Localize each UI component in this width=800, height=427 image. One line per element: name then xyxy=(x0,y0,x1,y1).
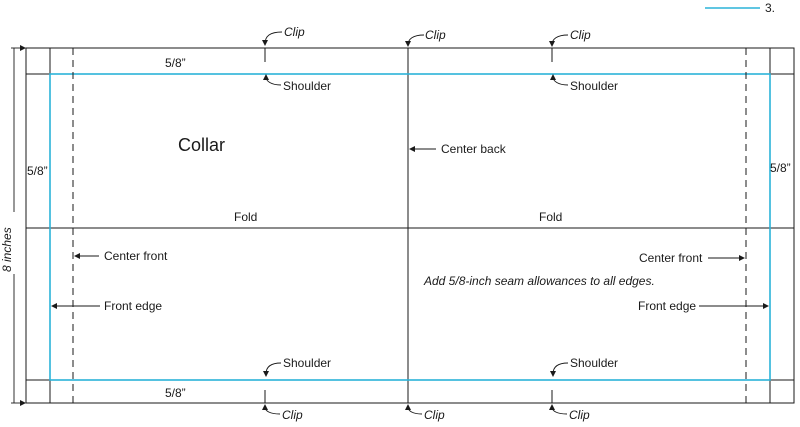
center-back-label: Center back xyxy=(409,142,507,156)
clip-bottom-center: Clip xyxy=(405,404,445,422)
svg-text:Clip: Clip xyxy=(424,408,445,422)
svg-text:Clip: Clip xyxy=(284,25,305,39)
fold-label-right: Fold xyxy=(539,210,562,224)
page-number: 3. xyxy=(765,1,775,15)
seam-allowance-note: Add 5/8-inch seam allowances to all edge… xyxy=(423,274,655,288)
clip-top-right: Clip xyxy=(549,28,591,47)
seam-label-left: 5/8” xyxy=(27,164,48,178)
seam-allowance-line xyxy=(49,73,771,381)
height-dimension-label: 8 inches xyxy=(0,227,14,272)
svg-text:Clip: Clip xyxy=(282,408,303,422)
shoulder-top-left: Shoulder xyxy=(263,74,331,93)
shoulder-top-right: Shoulder xyxy=(550,74,618,93)
fold-label-left: Fold xyxy=(234,210,257,224)
clip-top-left: Clip xyxy=(262,25,305,46)
shoulder-bottom-left: Shoulder xyxy=(263,356,331,377)
svg-text:Clip: Clip xyxy=(570,28,591,42)
svg-text:Center front: Center front xyxy=(639,251,703,265)
svg-text:Center front: Center front xyxy=(104,249,168,263)
svg-text:Clip: Clip xyxy=(425,28,446,42)
svg-text:Clip: Clip xyxy=(569,408,590,422)
center-front-left-label: Center front xyxy=(74,249,168,263)
pattern-outline xyxy=(25,47,795,404)
svg-text:Shoulder: Shoulder xyxy=(283,356,331,370)
shoulder-bottom-right: Shoulder xyxy=(550,356,618,377)
svg-text:Front edge: Front edge xyxy=(104,299,162,313)
svg-text:Shoulder: Shoulder xyxy=(570,79,618,93)
center-front-right-label: Center front xyxy=(639,251,745,265)
height-dimension: 8 inches xyxy=(0,45,26,406)
front-edge-left-label: Front edge xyxy=(51,299,162,313)
svg-text:Shoulder: Shoulder xyxy=(570,356,618,370)
clip-bottom-right: Clip xyxy=(549,404,590,422)
seam-label-right: 5/8” xyxy=(770,161,791,175)
svg-text:Center back: Center back xyxy=(441,142,507,156)
svg-text:Shoulder: Shoulder xyxy=(283,79,331,93)
front-edge-right-label: Front edge xyxy=(638,299,769,313)
collar-title: Collar xyxy=(178,135,225,155)
clip-bottom-left: Clip xyxy=(262,404,303,422)
seam-label-bottom: 5/8” xyxy=(165,386,186,400)
svg-text:Front edge: Front edge xyxy=(638,299,696,313)
clip-top-center: Clip xyxy=(405,28,446,47)
seam-label-top: 5/8” xyxy=(165,56,186,70)
